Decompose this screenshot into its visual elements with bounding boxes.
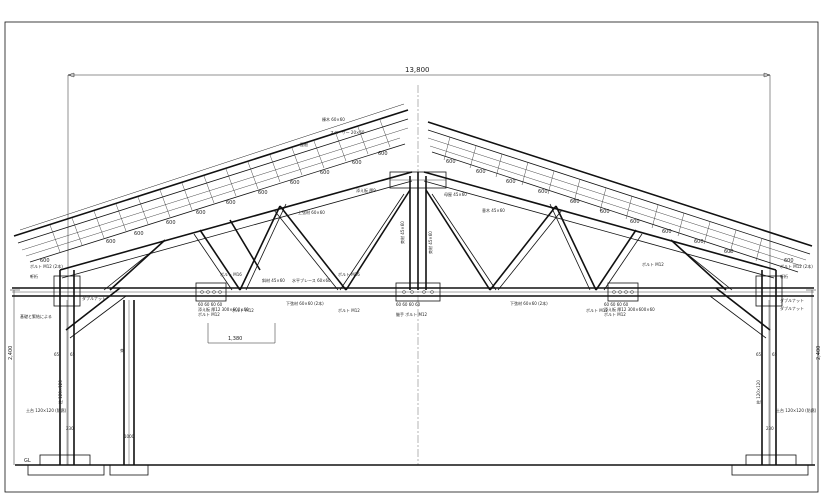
ridge-plate: 添え板 厚9 母屋 45×60 <box>356 171 467 197</box>
svg-text:60 60 60 60: 60 60 60 60 <box>396 302 421 307</box>
web-members-right <box>425 189 733 291</box>
rafter-dims-left: 600 600 600 600 600 600 600 600 600 600 <box>106 151 388 245</box>
web-members-left <box>103 189 411 291</box>
svg-text:600: 600 <box>570 199 580 205</box>
rafter-dims-right: 600 600 600 600 600 600 600 600 600 600 <box>446 159 734 255</box>
svg-text:束材 45×60: 束材 45×60 <box>427 231 433 254</box>
svg-text:600: 600 <box>538 189 548 195</box>
svg-text:60 60 60 60: 60 60 60 60 <box>198 302 223 307</box>
svg-text:230: 230 <box>66 426 74 431</box>
svg-text:添え板 厚9: 添え板 厚9 <box>356 187 376 193</box>
svg-text:600: 600 <box>258 190 268 196</box>
bottom-chord <box>12 287 814 297</box>
column-right <box>709 270 809 476</box>
svg-text:600: 600 <box>290 180 300 186</box>
svg-text:継手 ボルト M12: 継手 ボルト M12 <box>396 311 428 317</box>
svg-text:600: 600 <box>662 229 672 235</box>
spacer-label: スペーサー 20×60 <box>330 129 365 135</box>
svg-text:600: 600 <box>196 210 206 216</box>
svg-text:軒桁: 軒桁 <box>30 273 38 279</box>
king-post: 束材 45×60 束材 45×60 <box>399 172 433 290</box>
svg-text:ボルト M16: ボルト M16 <box>220 271 242 277</box>
height-dimension-right: 2,400 <box>806 289 822 465</box>
svg-text:基礎と緊結による: 基礎と緊結による <box>20 313 52 319</box>
svg-text:軒桁: 軒桁 <box>780 273 788 279</box>
svg-text:2,400: 2,400 <box>8 346 14 360</box>
overall-span-dimension: 13,800 <box>67 66 771 465</box>
svg-text:ボルト M16: ボルト M16 <box>338 271 360 277</box>
svg-text:添え板 厚12 300×600×60: 添え板 厚12 300×600×60 <box>604 306 655 312</box>
bottom-chord-label-right: 下弦材 60×60 (2本) <box>510 300 548 306</box>
roof-left-slope: 屋根 棟木 60×60 スペーサー 20×60 <box>13 103 409 263</box>
splice-plate-left: 60 60 60 60 添え板 厚12 300×600×60 ボルト M12 <box>195 282 249 317</box>
svg-text:600: 600 <box>352 160 362 166</box>
top-chord-label-right: 垂木 45×60 <box>482 207 505 213</box>
svg-text:柱 120×120: 柱 120×120 <box>57 380 63 404</box>
svg-text:添え板 厚12 300×600×60: 添え板 厚12 300×600×60 <box>198 306 249 312</box>
svg-text:土台 120×120 (防腐): 土台 120×120 (防腐) <box>26 407 67 413</box>
svg-text:600: 600 <box>600 209 610 215</box>
svg-text:1000: 1000 <box>124 434 135 439</box>
eave-dim-left: 600 <box>40 258 50 264</box>
splice-plate-right: 60 60 60 60 添え板 厚12 300×600×60 ボルト M12 <box>604 282 655 317</box>
svg-text:600: 600 <box>506 179 516 185</box>
svg-text:ボルト M12: ボルト M12 <box>232 307 254 313</box>
svg-text:600: 600 <box>446 159 456 165</box>
svg-text:ボルト M12: ボルト M12 <box>338 307 360 313</box>
bay-dimension: 1,380 <box>207 323 276 344</box>
top-chord-left <box>59 171 413 279</box>
post-left-inner: 1000 束 <box>109 300 149 476</box>
ground-line: GL <box>15 458 815 466</box>
svg-text:65: 65 <box>756 352 762 357</box>
svg-text:65: 65 <box>70 352 76 357</box>
overall-span-label: 13,800 <box>405 66 430 74</box>
svg-text:600: 600 <box>166 220 176 226</box>
roof-label: 屋根 <box>300 141 308 147</box>
svg-text:ダブルナット: ダブルナット <box>780 297 804 303</box>
sheet-border <box>4 21 819 493</box>
svg-text:600: 600 <box>694 239 704 245</box>
svg-text:2,400: 2,400 <box>816 346 822 360</box>
svg-text:600: 600 <box>106 239 116 245</box>
svg-text:ボルト M12: ボルト M12 <box>642 261 664 267</box>
svg-text:65: 65 <box>772 352 778 357</box>
ridge-label: 棟木 60×60 <box>322 116 345 122</box>
svg-text:600: 600 <box>476 169 486 175</box>
svg-text:600: 600 <box>226 200 236 206</box>
eave-dim-right: 600 <box>784 258 794 264</box>
svg-text:束: 束 <box>120 347 124 353</box>
column-left <box>27 270 127 476</box>
svg-text:600: 600 <box>724 249 734 255</box>
svg-text:柱 120×120: 柱 120×120 <box>755 380 761 404</box>
roof-right-slope <box>427 121 813 273</box>
svg-text:ボルト M12: ボルト M12 <box>586 307 608 313</box>
svg-text:ダブルナット: ダブルナット <box>780 305 804 311</box>
svg-text:1,380: 1,380 <box>228 336 242 342</box>
svg-text:ボルト M12: ボルト M12 <box>604 311 626 317</box>
brace-label: 水平ブレース 60×60 <box>292 277 331 283</box>
bottom-chord-label: 下弦材 60×60 (2本) <box>286 300 324 306</box>
top-chord-right <box>423 171 777 279</box>
svg-text:斜材 45×60: 斜材 45×60 <box>262 277 285 283</box>
svg-text:土台 120×120 (防腐): 土台 120×120 (防腐) <box>776 407 817 413</box>
svg-text:600: 600 <box>378 151 388 157</box>
gl-label: GL <box>24 458 31 464</box>
svg-text:60 60 60 60: 60 60 60 60 <box>604 302 629 307</box>
height-dimension-left: 2,400 <box>8 289 20 465</box>
svg-text:600: 600 <box>630 219 640 225</box>
splice-plate-center: 60 60 60 60 継手 ボルト M12 <box>395 282 441 317</box>
svg-text:65: 65 <box>54 352 60 357</box>
svg-text:母屋 45×60: 母屋 45×60 <box>444 191 467 197</box>
svg-text:230: 230 <box>766 426 774 431</box>
svg-text:600: 600 <box>320 170 330 176</box>
svg-text:600: 600 <box>134 231 144 237</box>
svg-text:束材 45×60: 束材 45×60 <box>399 221 405 244</box>
svg-text:ダブルナット: ダブルナット <box>82 295 106 301</box>
svg-text:ボルト M12 (2本): ボルト M12 (2本) <box>780 263 813 269</box>
svg-text:ボルト M12 (2本): ボルト M12 (2本) <box>30 263 63 269</box>
top-chord-label: 上弦材 60×60 <box>298 209 325 215</box>
svg-text:ボルト M12: ボルト M12 <box>198 311 220 317</box>
